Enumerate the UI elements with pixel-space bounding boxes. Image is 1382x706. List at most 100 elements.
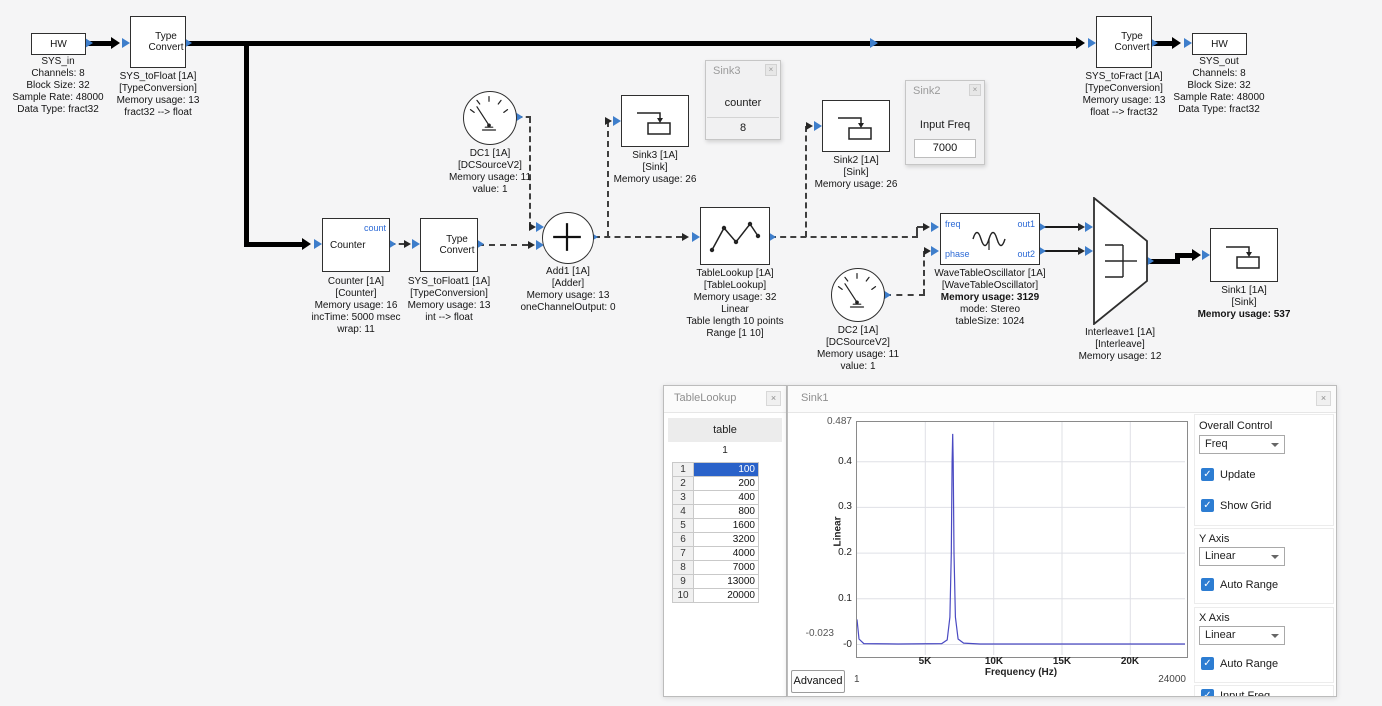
overall-control-group	[1194, 414, 1334, 526]
block-counter[interactable]: Counter count	[322, 218, 390, 272]
sink3-input-port	[613, 116, 621, 126]
table-cell[interactable]: 1600	[693, 518, 759, 533]
block-sys-to-fract[interactable]: Type Convert	[1096, 16, 1152, 68]
typeconvert2-input-port	[412, 239, 420, 249]
close-icon[interactable]: ×	[765, 64, 777, 76]
block-tablelookup[interactable]	[700, 207, 770, 265]
table-cell[interactable]: 800	[693, 504, 759, 519]
table-cell[interactable]: 4000	[693, 546, 759, 561]
show-grid-checkbox[interactable]: ✓	[1201, 499, 1214, 512]
y-auto-range-checkbox[interactable]: ✓	[1201, 578, 1214, 591]
typeconvert3-output-port	[1150, 38, 1158, 48]
arrowhead	[682, 233, 689, 241]
sink2-value-panel: Sink2 × Input Freq 7000	[905, 80, 985, 165]
block-sys-to-float1[interactable]: Type Convert	[420, 218, 478, 272]
arrowhead	[302, 238, 311, 250]
counter-caption: Counter [1A] [Counter] Memory usage: 16 …	[311, 276, 401, 335]
table-cell-selected[interactable]: 100	[693, 462, 759, 477]
block-add1[interactable]	[542, 212, 594, 264]
add1-caption: Add1 [1A] [Adder] Memory usage: 13 oneCh…	[520, 266, 616, 313]
x-axis-group	[1194, 607, 1334, 683]
panel-header[interactable]: Sink1 ×	[788, 386, 1336, 413]
wire-branch-sink2	[805, 126, 807, 237]
block-dc2[interactable]	[831, 268, 885, 322]
arrowhead	[806, 122, 813, 130]
add1-input-port-lower	[536, 240, 544, 250]
advanced-button[interactable]: Advanced	[791, 670, 845, 693]
x-auto-range-checkbox[interactable]: ✓	[1201, 657, 1214, 670]
table-cell[interactable]: 13000	[693, 574, 759, 589]
y-axis-group	[1194, 528, 1334, 604]
y-max-label: 0.487	[826, 416, 852, 427]
wire-interleave-sink1-a	[1148, 259, 1175, 264]
x-axis-select[interactable]: Linear	[1199, 626, 1285, 645]
table-cell[interactable]: 3200	[693, 532, 759, 547]
close-icon[interactable]: ×	[1316, 391, 1331, 406]
wire-interleave-sink1-b	[1175, 253, 1194, 258]
close-icon[interactable]: ×	[766, 391, 781, 406]
panel-header[interactable]: TableLookup ×	[664, 386, 786, 413]
overall-control-label: Overall Control	[1199, 420, 1273, 432]
sink-icon	[637, 112, 671, 135]
input-freq-checkbox-label: Input Freq	[1220, 690, 1271, 697]
dc-source-gauge-icon	[837, 273, 877, 308]
wire-tablelookup-osc-end	[917, 226, 923, 228]
table-cell[interactable]: 200	[693, 476, 759, 491]
sink2-value-label: Input Freq	[919, 119, 971, 131]
input-freq-checkbox[interactable]: ✓	[1201, 689, 1214, 696]
wire-typeconvert-sysout	[1152, 41, 1176, 46]
block-sys-in-label: HW	[50, 38, 67, 50]
table-cell[interactable]: 7000	[693, 560, 759, 575]
input-freq-group	[1194, 685, 1334, 696]
osc-out2-label: out2	[1017, 249, 1035, 259]
interleave-input-port-1	[1085, 222, 1093, 232]
y-auto-range-label: Auto Range	[1220, 579, 1279, 591]
wire-tablelookup-osc-jog	[916, 227, 918, 237]
y-axis-select[interactable]: Linear	[1199, 547, 1285, 566]
update-checkbox[interactable]: ✓	[1201, 468, 1214, 481]
osc-out2-port	[1038, 246, 1046, 256]
block-dc1[interactable]	[463, 91, 517, 145]
typeconvert3-input-port	[1088, 38, 1096, 48]
adder-plus-icon	[553, 223, 581, 251]
table-cell[interactable]: 400	[693, 490, 759, 505]
sink1-input-port	[1202, 250, 1210, 260]
arrowhead	[1076, 37, 1085, 49]
sink3-panel-title: Sink3	[713, 65, 741, 77]
typeconvert2-output-port	[476, 239, 484, 249]
sink2-caption: Sink2 [1A] [Sink] Memory usage: 26	[814, 155, 898, 190]
wire-branch-sink3	[607, 121, 609, 237]
osc-phase-label: phase	[945, 249, 970, 259]
input-freq-field[interactable]: 7000	[914, 139, 976, 158]
block-sys-in[interactable]: HW	[31, 33, 86, 55]
overall-control-select[interactable]: Freq	[1199, 435, 1285, 454]
arrowhead	[605, 117, 612, 125]
block-interleave1[interactable]	[1093, 197, 1148, 325]
block-sink1[interactable]	[1210, 228, 1278, 282]
sysout-caption: SYS_out Channels: 8 Block Size: 32 Sampl…	[1173, 56, 1265, 115]
block-sys-to-float[interactable]: Type Convert	[130, 16, 186, 68]
block-sink3[interactable]	[621, 95, 689, 147]
chevron-down-icon	[1271, 634, 1279, 638]
table-cell[interactable]: 20000	[693, 588, 759, 603]
interleave-output-port	[1146, 256, 1154, 266]
arrowhead	[1192, 249, 1201, 261]
y-tick-label: 0.4	[838, 456, 852, 467]
block-wavetable-oscillator[interactable]: freq phase out1 out2	[940, 213, 1040, 265]
interleave-input-port-2	[1085, 246, 1093, 256]
wire-branch-to-counter-h	[244, 242, 304, 247]
block-sink2[interactable]	[822, 100, 890, 152]
sink3-caption: Sink3 [1A] [Sink] Memory usage: 26	[613, 150, 697, 185]
counter-output-port	[388, 239, 396, 249]
table-variable-label: table	[668, 418, 782, 442]
wire-direction-marker	[870, 38, 878, 48]
sink2-input-port	[814, 121, 822, 131]
dc2-caption: DC2 [1A] [DCSourceV2] Memory usage: 11 v…	[816, 325, 900, 372]
block-sys-to-float-label: Type Convert	[148, 31, 184, 53]
block-sys-out[interactable]: HW	[1192, 33, 1247, 55]
close-icon[interactable]: ×	[969, 84, 981, 96]
arrowhead	[1078, 223, 1085, 231]
divider	[707, 117, 779, 118]
